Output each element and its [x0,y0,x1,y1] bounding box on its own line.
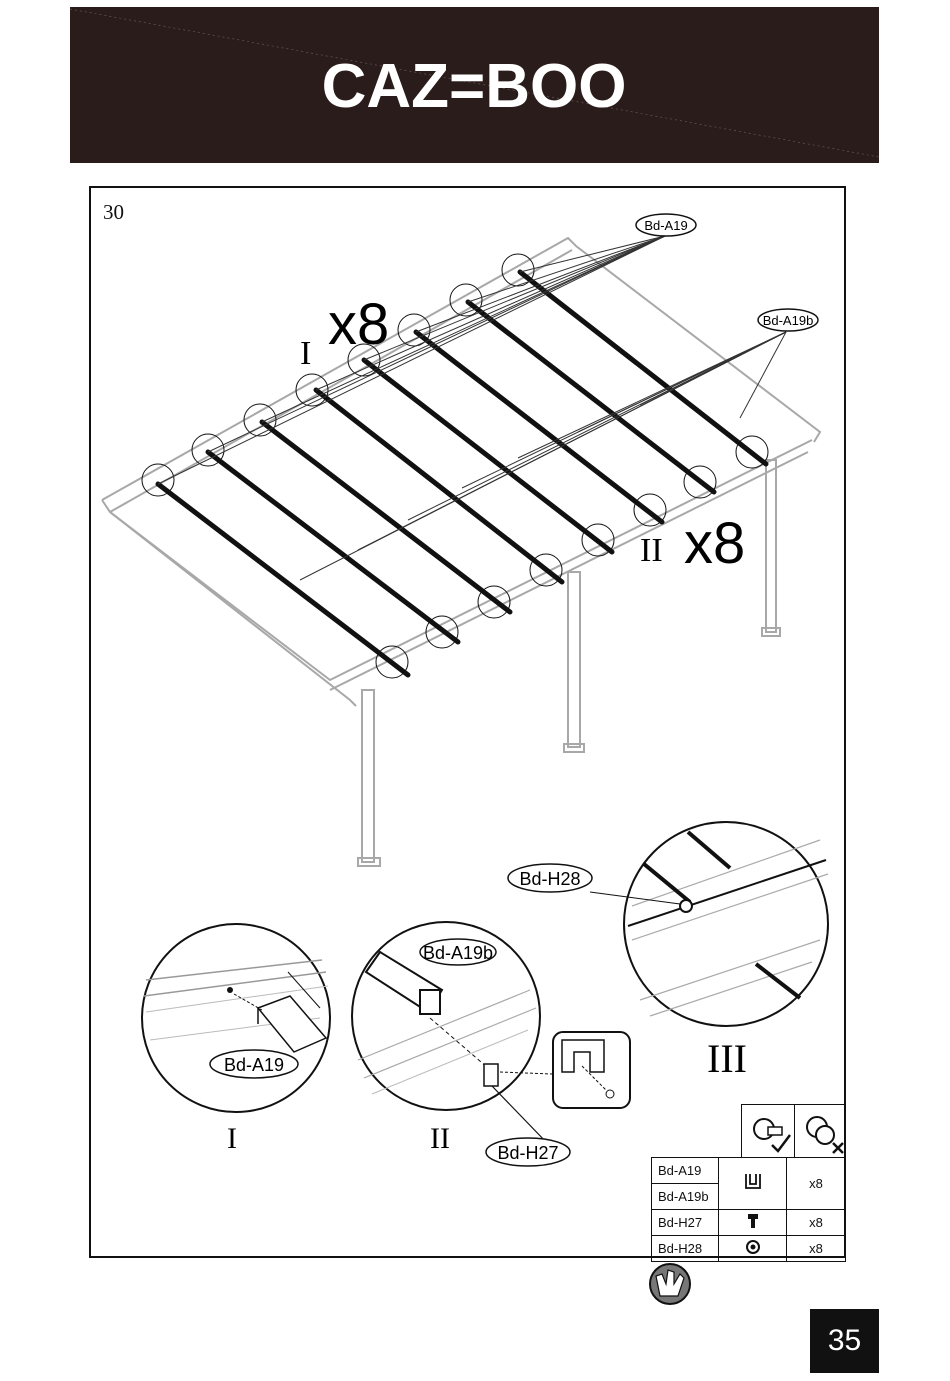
detail-1: Bd-A19 I [142,924,330,1155]
bolt-check-icon [742,1105,795,1157]
part-code: Bd-A19 [652,1158,719,1184]
svg-text:III: III [707,1036,747,1081]
detail-2: Bd-A19b Bd-H27 II [352,922,630,1166]
callout-a19: Bd-A19 [636,214,696,236]
clip-icon [719,1158,787,1210]
screw-icon [719,1210,787,1236]
table-row: Bd-H28 x8 [652,1236,846,1262]
page-number: 35 [810,1309,879,1373]
nut-icon [719,1236,787,1262]
part-code: Bd-H28 [652,1236,719,1262]
parts-table: Bd-A19 x8 Bd-A19b Bd-H27 x8 Bd-H28 x8 [651,1157,846,1262]
part-code: Bd-H27 [652,1210,719,1236]
roman-top: I [300,335,311,372]
part-qty: x8 [787,1210,846,1236]
roman-mid: II [640,532,663,569]
part-code: Bd-A19b [652,1184,719,1210]
rafter-end-circles [142,254,768,678]
part-qty: x8 [787,1158,846,1210]
svg-text:Bd-A19b: Bd-A19b [763,313,814,328]
table-row: Bd-H27 x8 [652,1210,846,1236]
callout-a19b: Bd-A19b [758,309,818,331]
svg-text:Bd-A19: Bd-A19 [644,218,687,233]
svg-text:Bd-H27: Bd-H27 [497,1143,558,1163]
bolt-cross-icon [795,1105,847,1157]
gloves-icon [650,1264,690,1304]
svg-text:Bd-H28: Bd-H28 [519,869,580,889]
svg-text:II: II [430,1122,450,1155]
qty-mid: x8 [684,511,745,576]
svg-text:I: I [227,1122,237,1155]
svg-text:Bd-A19: Bd-A19 [224,1055,284,1075]
tool-header [741,1104,846,1158]
qty-top: x8 [328,292,389,357]
table-row: Bd-A19 x8 [652,1158,846,1184]
part-qty: x8 [787,1236,846,1262]
svg-text:Bd-A19b: Bd-A19b [423,943,493,963]
